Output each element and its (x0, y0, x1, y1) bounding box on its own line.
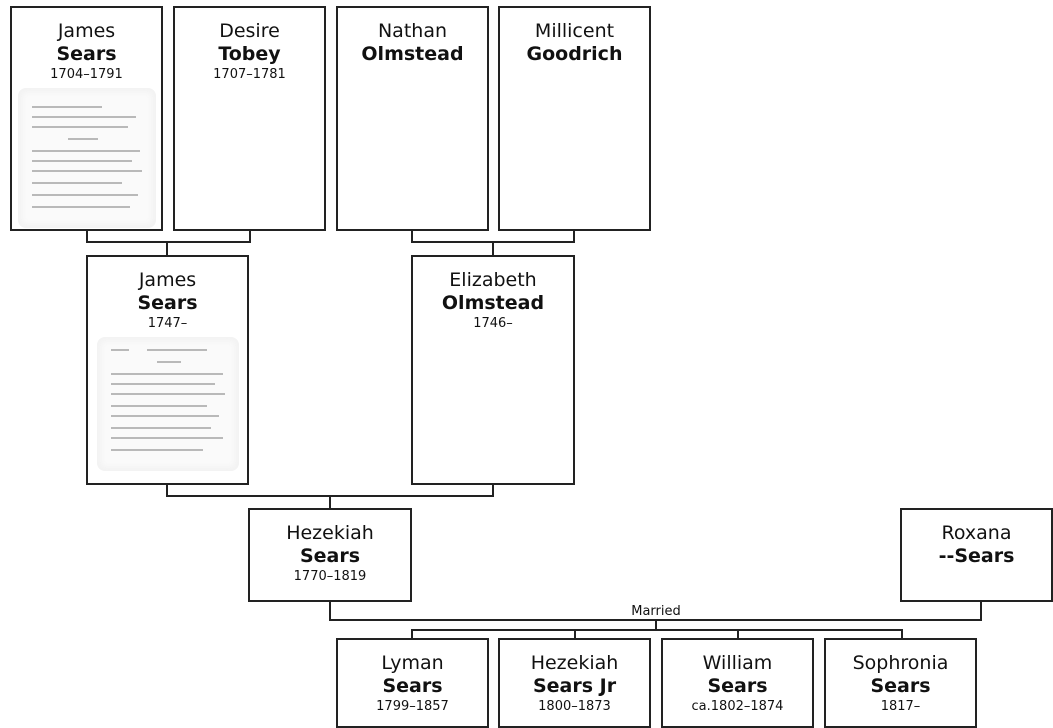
life-dates: 1770–1819 (293, 569, 367, 584)
couple-connector (86, 241, 251, 243)
life-dates: ca.1802–1874 (691, 699, 784, 714)
child-connector (655, 619, 657, 631)
couple-connector (86, 231, 88, 243)
given-name: Hezekiah (286, 522, 374, 544)
child-connector (901, 629, 903, 639)
person-card-hezekiah-sears[interactable]: Hezekiah Sears 1770–1819 (248, 508, 412, 602)
surname: Sears (707, 675, 768, 697)
sibling-connector (411, 629, 903, 631)
person-card-nathan-olmstead[interactable]: Nathan Olmstead (336, 6, 489, 231)
given-name: Hezekiah (530, 652, 619, 674)
person-card-hezekiah-sears-jr[interactable]: Hezekiah Sears Jr 1800–1873 (498, 638, 651, 728)
couple-connector (573, 231, 575, 243)
surname: Sears (382, 675, 443, 697)
person-card-james-sears-1704[interactable]: James Sears 1704–1791 (10, 6, 163, 231)
given-name: Lyman (381, 652, 444, 674)
person-card-elizabeth-olmstead[interactable]: Elizabeth Olmstead 1746– (411, 255, 575, 485)
couple-connector (492, 485, 494, 497)
marriage-label: Married (631, 604, 681, 619)
surname: Tobey (218, 43, 281, 65)
person-card-james-sears-1747[interactable]: James Sears 1747– (86, 255, 249, 485)
given-name: Millicent (534, 20, 615, 42)
life-dates: 1704–1791 (50, 67, 123, 82)
surname: Goodrich (526, 43, 623, 65)
life-dates: 1799–1857 (376, 699, 449, 714)
couple-connector (166, 485, 168, 497)
child-connector (411, 629, 413, 639)
given-name: William (702, 652, 773, 674)
child-connector (329, 495, 331, 509)
surname: Sears (870, 675, 931, 697)
surname: Sears Jr (532, 675, 617, 697)
surname: Olmstead (361, 43, 464, 65)
person-card-roxana-sears[interactable]: Roxana --Sears (900, 508, 1053, 602)
person-card-sophronia-sears[interactable]: Sophronia Sears 1817– (824, 638, 977, 728)
life-dates: 1747– (147, 316, 188, 331)
person-card-lyman-sears[interactable]: Lyman Sears 1799–1857 (336, 638, 489, 728)
person-card-william-sears[interactable]: William Sears ca.1802–1874 (661, 638, 814, 728)
child-connector (492, 241, 494, 256)
surname: Olmstead (441, 292, 545, 314)
marriage-connector (980, 602, 982, 621)
surname: --Sears (938, 545, 1015, 567)
given-name: Nathan (377, 20, 448, 42)
person-card-desire-tobey[interactable]: Desire Tobey 1707–1781 (173, 6, 326, 231)
given-name: Elizabeth (449, 269, 537, 291)
child-connector (574, 629, 576, 639)
surname: Sears (137, 292, 198, 314)
couple-connector (411, 231, 413, 243)
person-card-millicent-goodrich[interactable]: Millicent Goodrich (498, 6, 651, 231)
given-name: Sophronia (852, 652, 949, 674)
given-name: James (138, 269, 197, 291)
life-dates: 1746– (473, 316, 513, 331)
marriage-connector (329, 602, 331, 621)
child-connector (166, 241, 168, 256)
given-name: James (57, 20, 116, 42)
life-dates: 1817– (880, 699, 921, 714)
given-name: Roxana (941, 522, 1012, 544)
surname: Sears (299, 545, 361, 567)
life-dates: 1800–1873 (538, 699, 611, 714)
life-dates: 1707–1781 (213, 67, 286, 82)
child-connector (737, 629, 739, 639)
couple-connector (249, 231, 251, 243)
document-photo[interactable] (96, 337, 239, 471)
given-name: Desire (219, 20, 280, 42)
surname: Sears (56, 43, 117, 65)
document-photo[interactable] (17, 88, 156, 228)
